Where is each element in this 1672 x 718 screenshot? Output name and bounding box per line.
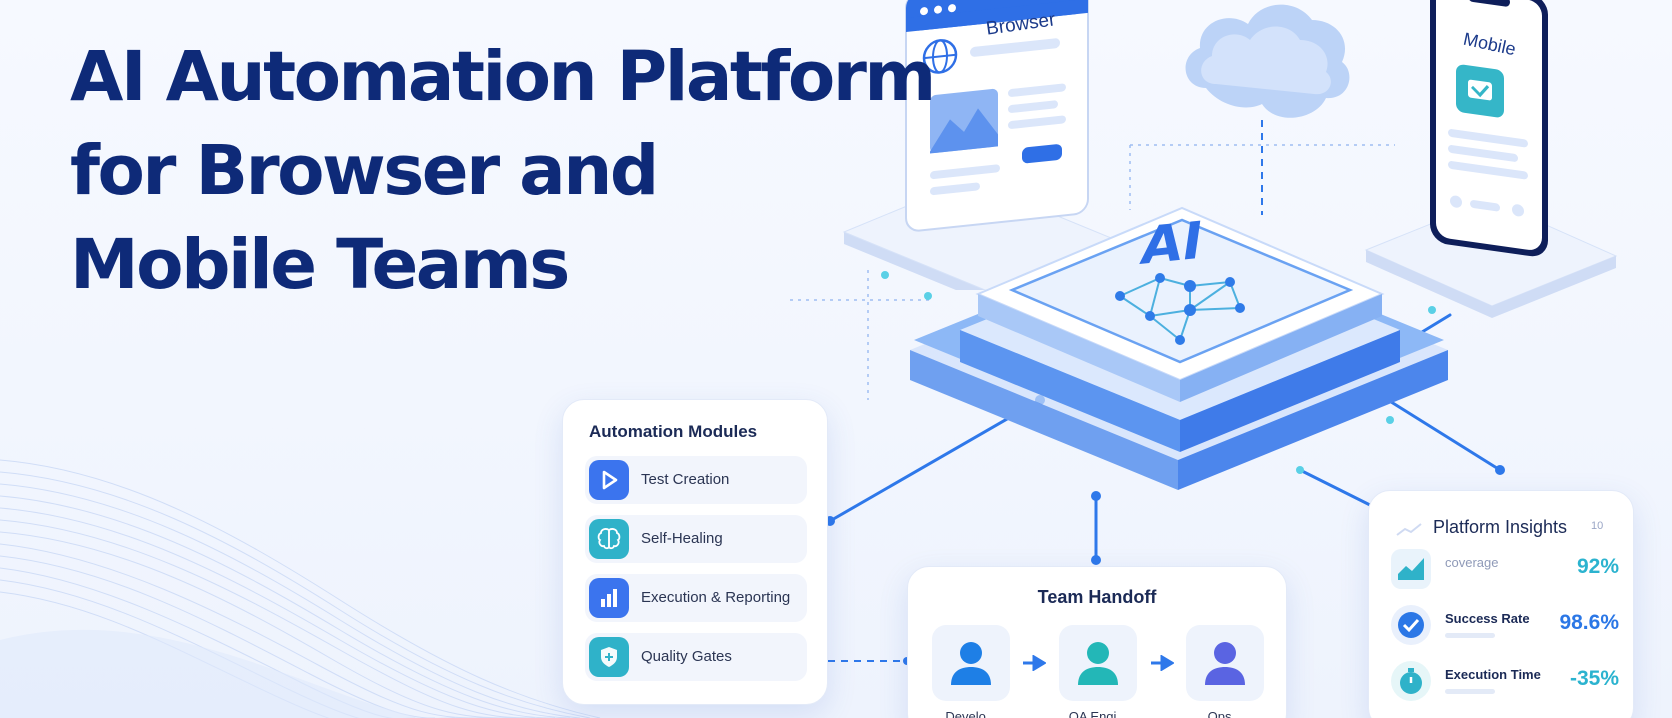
ai-platform	[910, 206, 1448, 490]
insight-row-coverage[interactable]: coverage 92%	[1391, 547, 1619, 591]
handoff-person-developer[interactable]	[932, 625, 1010, 701]
insights-tag: 10	[1591, 520, 1604, 532]
module-self-healing[interactable]: Self-Healing	[585, 515, 807, 563]
module-label: Execution & Reporting	[641, 589, 791, 606]
automation-modules-card: Automation Modules Test Creation Self-He…	[562, 399, 828, 705]
insight-value: -35%	[1569, 667, 1619, 690]
hero-title: AI Automation Platform for Browser and M…	[70, 30, 936, 312]
cloud-icon	[1185, 4, 1350, 118]
hero-title-line-1: AI Automation Platform	[70, 37, 936, 117]
module-test-creation[interactable]: Test Creation	[585, 456, 807, 504]
ai-core-label: AI	[1137, 211, 1207, 277]
team-handoff-card: Team Handoff Develo... QA Engi... Ops...	[907, 566, 1287, 718]
insight-value: 92%	[1576, 555, 1619, 578]
person-icon	[1078, 642, 1118, 685]
person-icon	[951, 642, 991, 685]
bar-chart-icon	[589, 578, 629, 618]
module-label: Self-Healing	[641, 530, 723, 547]
hero-title-line-2: for Browser and	[70, 131, 659, 211]
insight-label: coverage	[1445, 555, 1499, 570]
platform-insights-title: Platform Insights	[1433, 517, 1568, 537]
mini-chart-icon	[1396, 523, 1422, 536]
insight-row-success-rate[interactable]: Success Rate 98.6%	[1391, 603, 1619, 647]
insight-bar	[1445, 633, 1495, 638]
module-label: Test Creation	[641, 471, 730, 488]
team-handoff-title: Team Handoff	[1037, 587, 1157, 607]
handoff-person-label: Ops...	[1207, 709, 1243, 718]
mobile-device	[1364, 0, 1618, 318]
insight-row-execution-time[interactable]: Execution Time -35%	[1391, 659, 1619, 703]
hero-title-line-3: Mobile Teams	[70, 225, 570, 305]
insight-value: 98.6%	[1559, 611, 1619, 634]
platform-insights-card: Platform Insights 10 coverage 92% Succes…	[1368, 490, 1634, 718]
person-icon	[1205, 642, 1245, 685]
check-circle-icon	[1391, 605, 1431, 645]
handoff-person-qa[interactable]	[1059, 625, 1137, 701]
brain-icon	[589, 519, 629, 559]
shield-icon	[589, 637, 629, 677]
module-quality-gates[interactable]: Quality Gates	[585, 633, 807, 681]
module-execution-reporting[interactable]: Execution & Reporting	[585, 574, 807, 622]
module-label: Quality Gates	[641, 648, 732, 665]
trend-chart-icon	[1391, 549, 1431, 589]
play-icon	[589, 460, 629, 500]
browser-device	[842, 0, 1118, 290]
handoff-person-label: Develo...	[945, 709, 997, 718]
arrow-right-icon	[1023, 655, 1046, 671]
insight-label: Success Rate	[1445, 611, 1530, 626]
arrow-right-icon	[1151, 655, 1174, 671]
stopwatch-icon	[1391, 661, 1431, 701]
automation-modules-title: Automation Modules	[589, 422, 758, 441]
insight-bar	[1445, 689, 1495, 694]
handoff-person-label: QA Engi...	[1068, 709, 1128, 718]
handoff-person-ops[interactable]	[1186, 625, 1264, 701]
insight-label: Execution Time	[1445, 667, 1541, 682]
